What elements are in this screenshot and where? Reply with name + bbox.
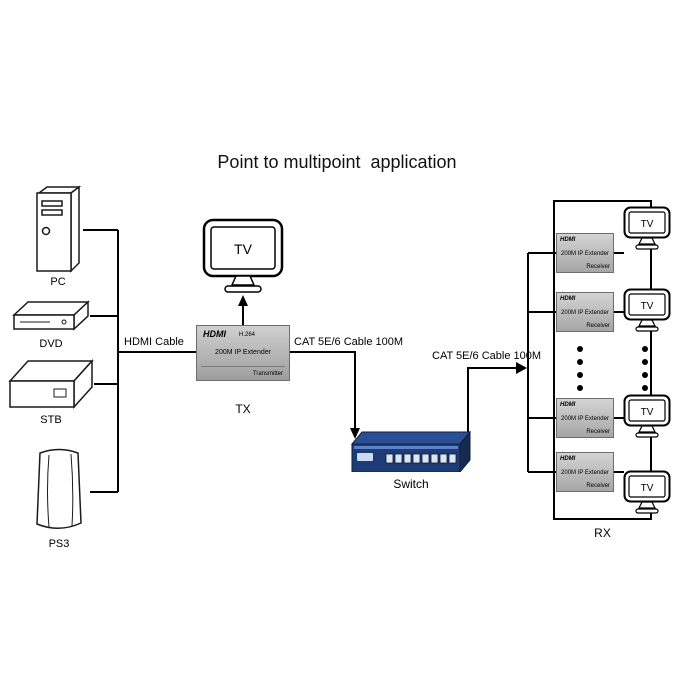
rx-model-label: 200M IP Extender (561, 416, 609, 422)
arrow-up-icon (238, 295, 248, 306)
rx-role-label: Receiver (586, 429, 610, 435)
cat-cable-label-2: CAT 5E/6 Cable 100M (432, 350, 542, 362)
tx-label: TX (235, 402, 251, 416)
dvd-icon (12, 297, 90, 340)
tv-screen-label: TV (641, 483, 654, 494)
rx-role-label: Receiver (586, 323, 610, 329)
rx-brand-logo: HDMI (560, 296, 576, 302)
rx-extender-box-2: HDMI 200M IP Extender Receiver (556, 292, 614, 332)
switch-to-rx-line (467, 367, 517, 432)
tv-screen-label: TV (641, 301, 654, 312)
stb-icon (8, 355, 94, 416)
rx-extender-box-3: HDMI 200M IP Extender Receiver (556, 398, 614, 438)
tx-extender-box: HDMI H.264 200M IP Extender Transmitter (196, 325, 290, 381)
ps3-icon (28, 446, 90, 539)
rx-brand-logo: HDMI (560, 402, 576, 408)
ellipsis-dots-receivers (577, 346, 583, 398)
rx-extender-box-1: HDMI 200M IP Extender Receiver (556, 233, 614, 273)
stb-label: STB (40, 414, 62, 426)
hdmi-cable-label: HDMI Cable (124, 336, 184, 348)
rx-brand-logo: HDMI (560, 456, 576, 462)
page-title: Point to multipoint application (217, 152, 457, 172)
rx-role-label: Receiver (586, 483, 610, 489)
dvd-label: DVD (39, 338, 63, 350)
source-bus-lines (83, 229, 196, 493)
rx-brand-logo: HDMI (560, 237, 576, 243)
arrow-right-icon (516, 362, 527, 374)
cat-cable-label-1: CAT 5E/6 Cable 100M (294, 336, 404, 348)
pc-icon (33, 185, 83, 278)
tv-icon-4: TV (623, 470, 675, 521)
tx-model-label: 200M IP Extender (215, 349, 271, 356)
tx-brand-logo: HDMI (203, 329, 226, 339)
ps3-label: PS3 (48, 538, 70, 550)
pc-label: PC (50, 276, 66, 288)
tv-icon-1: TV (623, 206, 675, 257)
rx-model-label: 200M IP Extender (561, 470, 609, 476)
rx-label: RX (594, 526, 611, 540)
tv-screen-label: TV (641, 219, 654, 230)
tv-monitor-icon: TV (202, 218, 284, 301)
rx-extender-box-4: HDMI 200M IP Extender Receiver (556, 452, 614, 492)
rx-model-label: 200M IP Extender (561, 251, 609, 257)
switch-label: Switch (393, 477, 429, 491)
arrow-down-icon (350, 428, 360, 439)
network-switch-icon (350, 430, 472, 477)
ellipsis-dots-tvs (642, 346, 648, 398)
tv-screen-label: TV (641, 407, 654, 418)
rx-bus-lines (527, 252, 556, 473)
tx-to-switch-line (290, 351, 356, 428)
tv-screen-label: TV (234, 241, 253, 257)
rx-role-label: Receiver (586, 264, 610, 270)
tv-icon-2: TV (623, 288, 675, 339)
tv-icon-3: TV (623, 394, 675, 445)
tx-divider (201, 366, 285, 367)
tx-codec-label: H.264 (239, 332, 256, 338)
tx-role-label: Transmitter (252, 371, 283, 377)
rx-model-label: 200M IP Extender (561, 310, 609, 316)
receiver-to-tv-lines (614, 252, 624, 473)
